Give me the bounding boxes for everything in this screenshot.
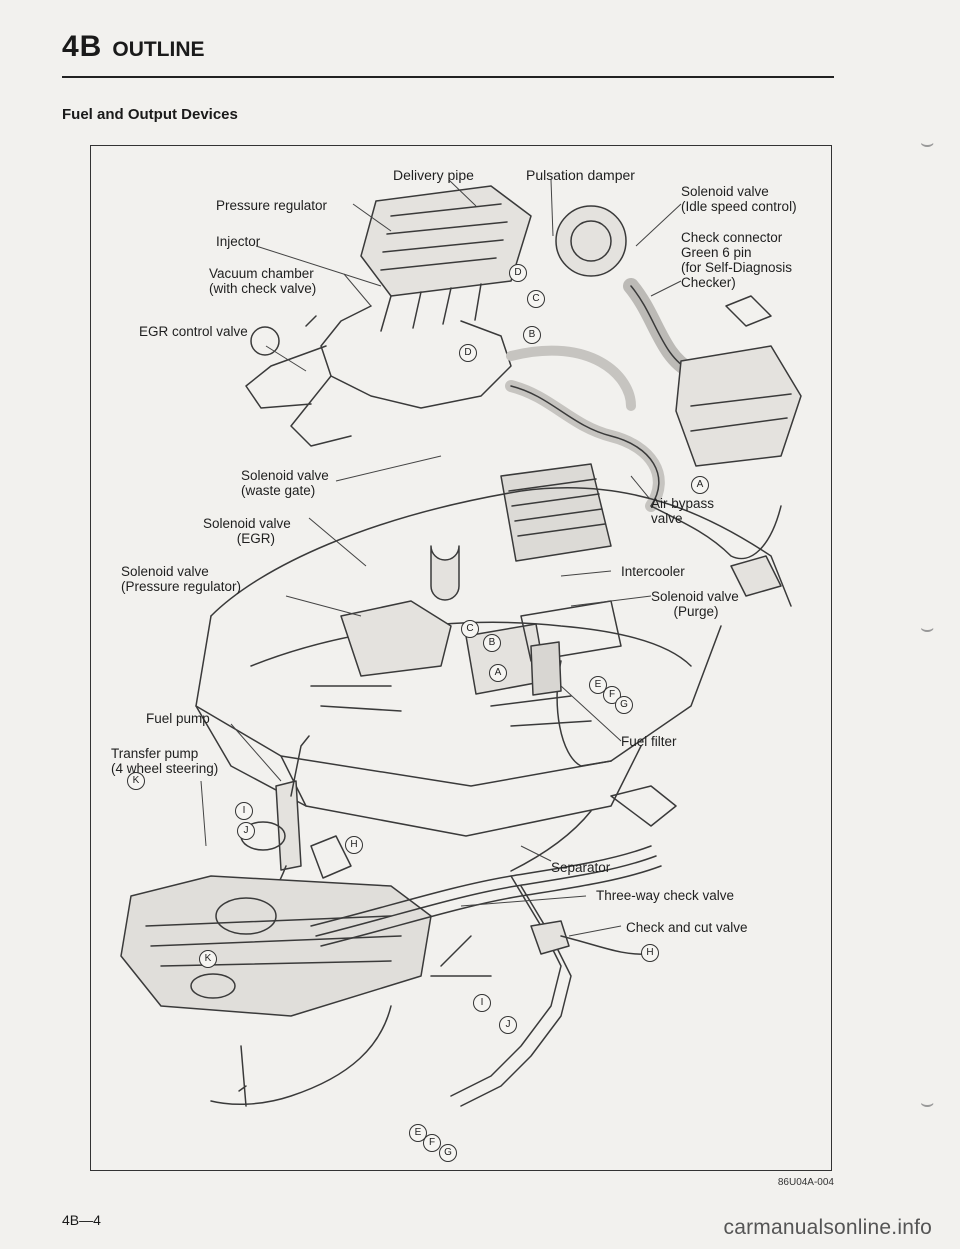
marker-j: J	[237, 822, 255, 840]
callout-vacuum-chamber: Vacuum chamber (with check valve)	[209, 266, 317, 296]
fuel-system-illustration	[120, 179, 802, 1107]
page-number: 4B—4	[62, 1212, 101, 1228]
marker-a-2: A	[489, 664, 507, 682]
marker-c-2: C	[461, 620, 479, 638]
callout-air-bypass-valve: Air bypass valve	[651, 496, 715, 526]
marker-c: C	[527, 290, 545, 308]
figure-frame: Delivery pipe Pulsation damper Solenoid …	[90, 145, 832, 1171]
header-rule	[62, 76, 834, 78]
callout-fuel-filter: Fuel filter	[621, 734, 677, 749]
callout-delivery-pipe: Delivery pipe	[393, 167, 474, 183]
marker-g-2: G	[439, 1144, 457, 1162]
watermark: carmanualsonline.info	[723, 1216, 932, 1239]
marker-k-2: K	[199, 950, 217, 968]
callout-solenoid-valve-purge: Solenoid valve (Purge)	[651, 589, 739, 619]
callout-egr-control-valve: EGR control valve	[139, 324, 248, 339]
marker-h-2: H	[641, 944, 659, 962]
section-name: OUTLINE	[112, 38, 205, 61]
marker-d-2: D	[459, 344, 477, 362]
callout-three-way-check-valve: Three-way check valve	[596, 888, 735, 903]
marker-e: E	[589, 676, 607, 694]
callout-solenoid-valve-waste-gate: Solenoid valve (waste gate)	[241, 468, 329, 498]
margin-mark-middle: ⌣	[920, 615, 935, 640]
page-header: 4B OUTLINE	[62, 30, 205, 64]
marker-a: A	[691, 476, 709, 494]
marker-b: B	[523, 326, 541, 344]
marker-e-2: E	[409, 1124, 427, 1142]
callout-transfer-pump: Transfer pump (4 wheel steering)	[111, 746, 219, 776]
figure-code: 86U04A-004	[777, 1177, 834, 1188]
callout-pulsation-damper: Pulsation damper	[526, 167, 635, 183]
callout-intercooler: Intercooler	[621, 564, 685, 579]
section-number: 4B	[62, 30, 103, 63]
callout-fuel-pump: Fuel pump	[146, 711, 210, 726]
marker-f-2: F	[423, 1134, 441, 1152]
marker-g: G	[615, 696, 633, 714]
margin-mark-top: ⌣	[920, 130, 935, 155]
subheading: Fuel and Output Devices	[62, 106, 238, 123]
callout-check-connector: Check connector Green 6 pin (for Self-Di…	[681, 230, 793, 290]
marker-j-2: J	[499, 1016, 517, 1034]
callout-solenoid-valve-pressure-regulator: Solenoid valve (Pressure regulator)	[121, 564, 242, 594]
callout-injector: Injector	[216, 234, 261, 249]
marker-k: K	[127, 772, 145, 790]
marker-d: D	[509, 264, 527, 282]
callout-solenoid-valve-isc: Solenoid valve (Idle speed control)	[681, 184, 797, 214]
callout-pressure-regulator: Pressure regulator	[216, 198, 328, 213]
callout-check-and-cut-valve: Check and cut valve	[626, 920, 748, 935]
marker-i: I	[235, 802, 253, 820]
callout-solenoid-valve-egr: Solenoid valve (EGR)	[203, 516, 291, 546]
marker-h: H	[345, 836, 363, 854]
callout-separator: Separator	[551, 860, 611, 875]
marker-b-2: B	[483, 634, 501, 652]
margin-mark-bottom: ⌣	[920, 1090, 935, 1115]
marker-i-2: I	[473, 994, 491, 1012]
